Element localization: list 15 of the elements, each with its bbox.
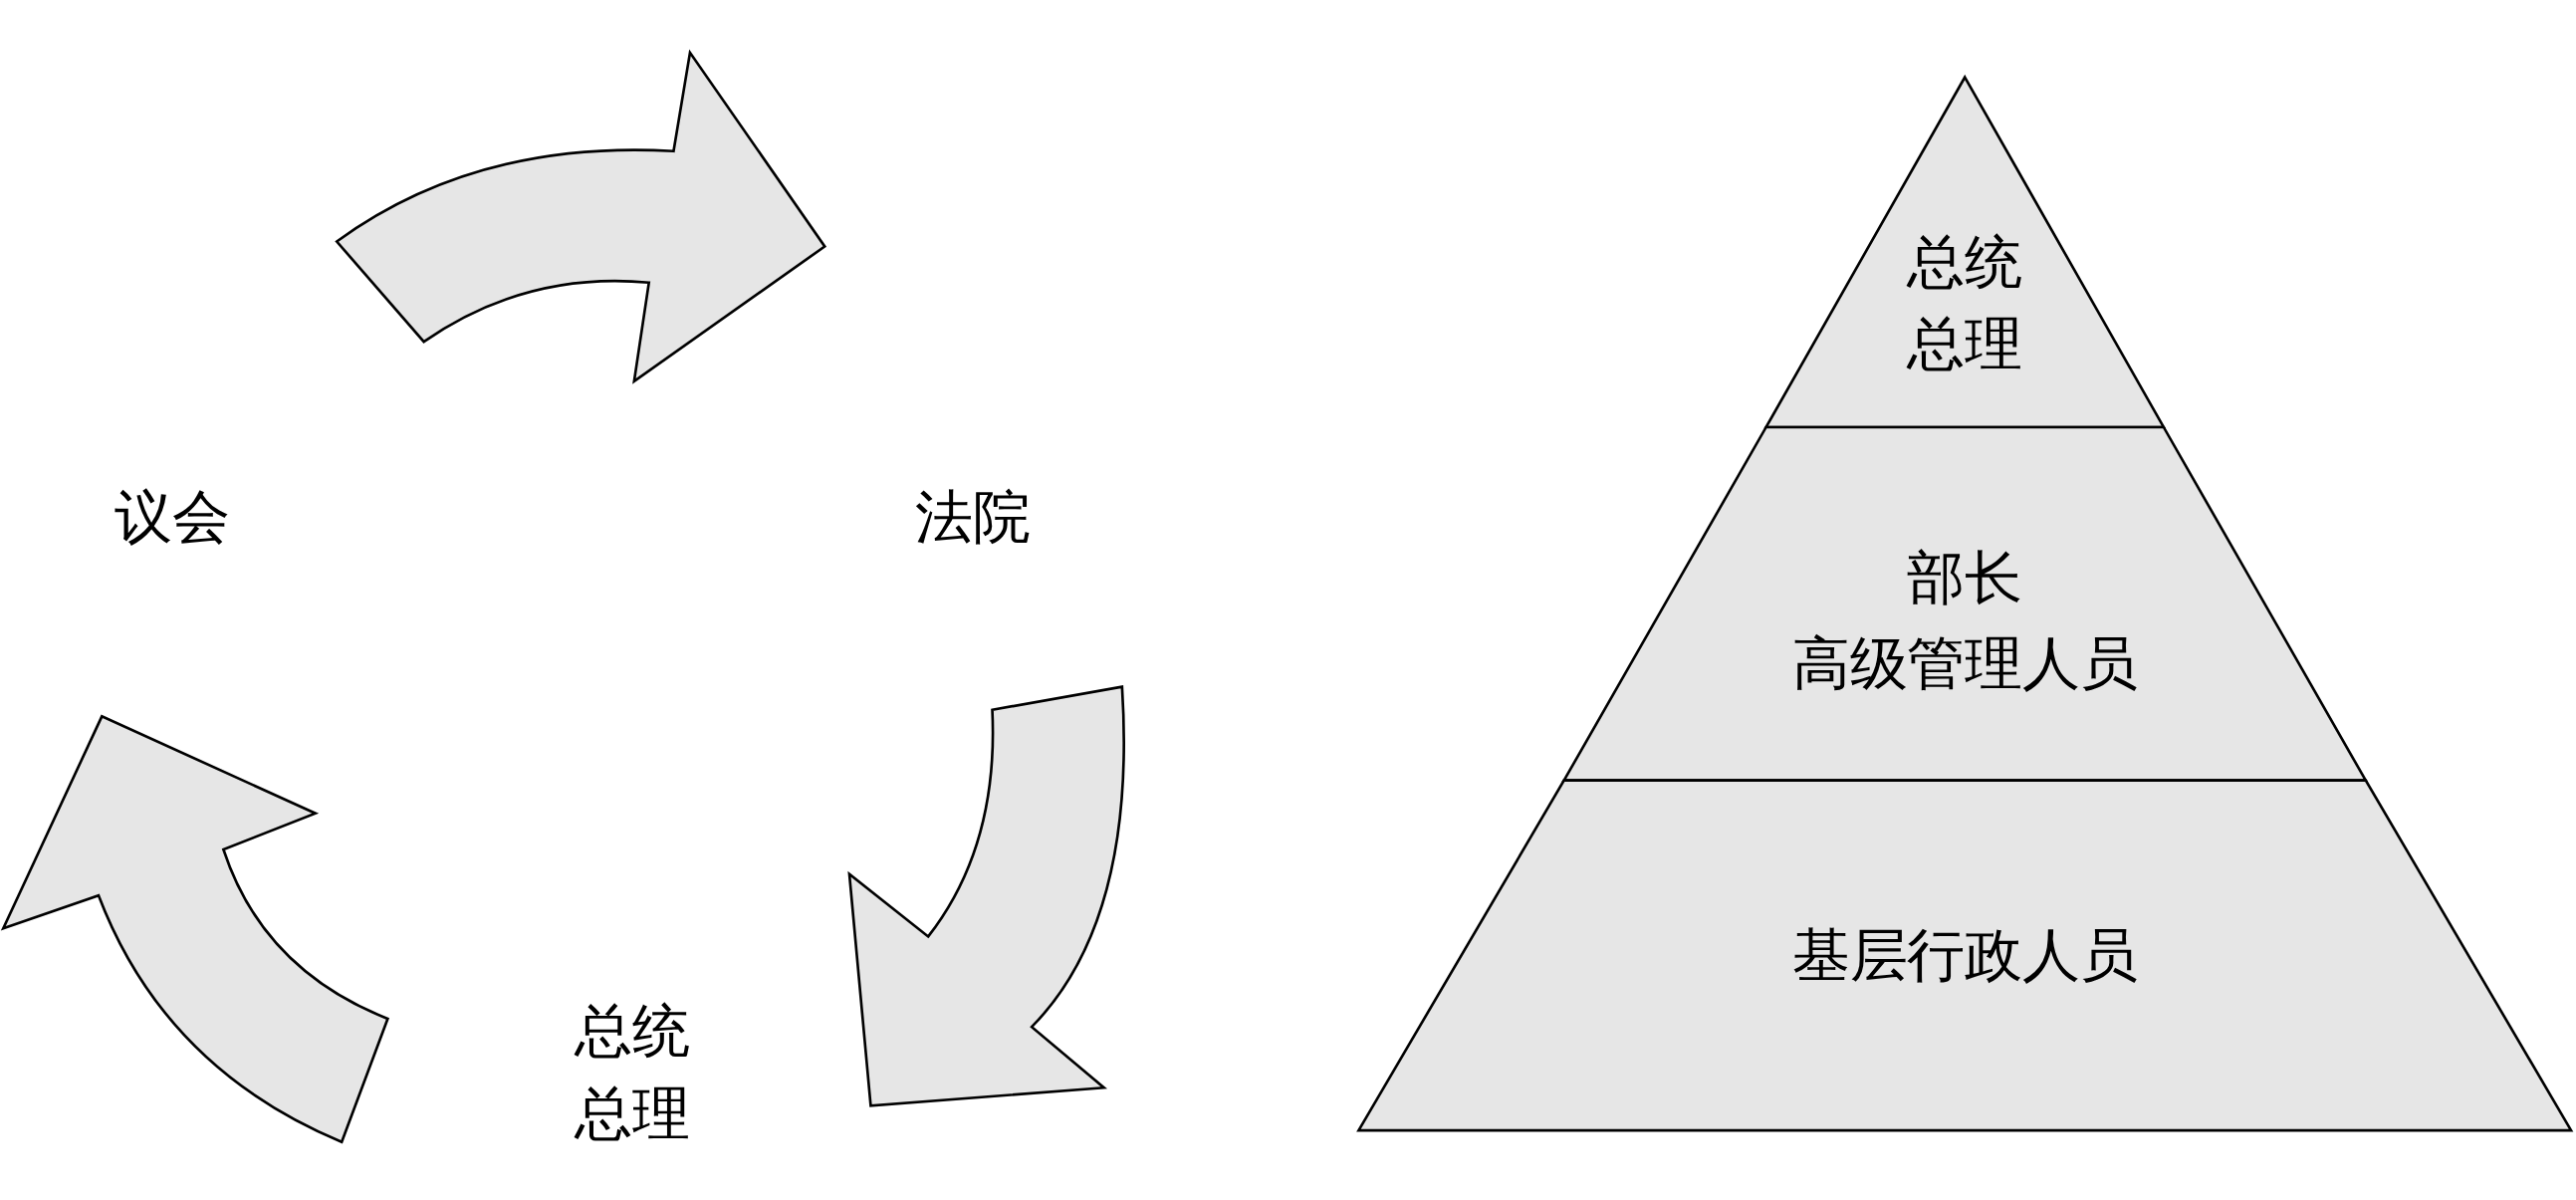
tier-label: 基层行政人员 [1792, 927, 2138, 986]
pyramid-tier [1563, 426, 2366, 781]
node-label: 议会 [115, 488, 230, 547]
node-label: 总理 [575, 1084, 690, 1143]
curved-arrow [847, 685, 1125, 1107]
pyramid-tier [1358, 780, 2572, 1131]
node-label: 法院 [915, 488, 1031, 547]
pyramid-tier [1765, 77, 2164, 427]
tier-label: 高级管理人员 [1792, 634, 2138, 693]
tier-label: 部长 [1907, 549, 2022, 607]
node-label: 总统 [575, 1003, 690, 1061]
tier-label: 总统 [1907, 234, 2022, 292]
curved-arrow [335, 51, 826, 383]
tier-label: 总理 [1907, 316, 2022, 374]
curved-arrow [1, 715, 389, 1143]
